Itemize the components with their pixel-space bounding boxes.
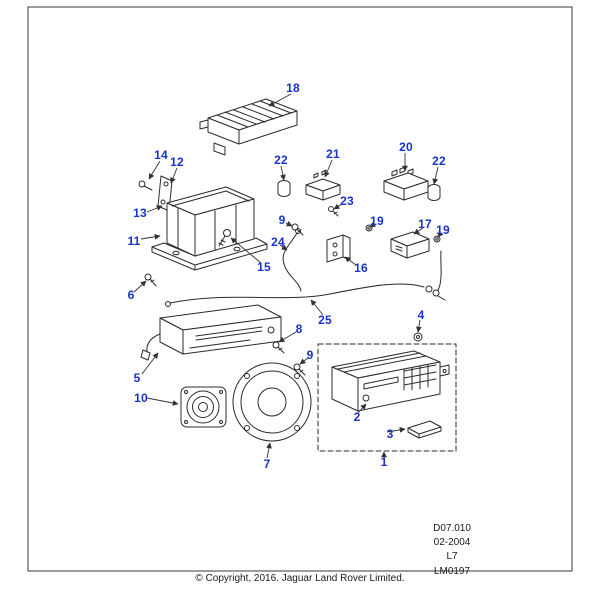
callout-14[interactable]: 14	[154, 148, 168, 162]
part-10-speaker	[180, 386, 227, 428]
callout-9a[interactable]: 9	[278, 213, 286, 227]
callout-8[interactable]: 8	[295, 322, 303, 336]
callout-18[interactable]: 18	[286, 81, 300, 95]
callout-6[interactable]: 6	[127, 288, 135, 302]
part-2-radio-unit	[331, 350, 450, 412]
part-1-kit-boundary	[317, 343, 457, 452]
ref-model-code: L7	[446, 551, 458, 563]
part-7-round-speaker	[232, 362, 312, 442]
ref-date: 02-2004	[433, 537, 471, 549]
callout-4[interactable]: 4	[417, 308, 425, 322]
callout-12[interactable]: 12	[170, 155, 184, 169]
page-border	[27, 6, 573, 572]
callout-10[interactable]: 10	[134, 391, 148, 405]
part-8-screw	[272, 341, 285, 354]
callout-20[interactable]: 20	[399, 140, 413, 154]
part-20-relay	[383, 166, 429, 201]
callout-11[interactable]: 11	[127, 234, 141, 248]
callout-17[interactable]: 17	[418, 217, 432, 231]
ref-catalog-code: LM0197	[433, 565, 471, 577]
callout-5[interactable]: 5	[133, 371, 141, 385]
part-3-fixing-plate	[407, 420, 442, 439]
part-5-radio-cassette	[140, 304, 282, 361]
callout-15[interactable]: 15	[257, 260, 271, 274]
part-16-module	[326, 234, 351, 263]
callout-3[interactable]: 3	[386, 427, 394, 441]
ref-drawing-number: D07.010	[433, 523, 471, 534]
callout-22b[interactable]: 22	[432, 154, 446, 168]
callout-21[interactable]: 21	[326, 147, 340, 161]
callout-16[interactable]: 16	[354, 261, 368, 275]
part-11-mounting-box	[144, 186, 268, 287]
leader-lines	[133, 93, 444, 459]
part-15-screw	[218, 229, 231, 247]
part-24-antenna-cable	[282, 228, 302, 292]
part-21-relay	[305, 169, 341, 201]
copyright-text: © Copyright, 2016. Jaguar Land Rover Lim…	[195, 573, 405, 584]
part-17-module	[390, 231, 430, 259]
callout-7[interactable]: 7	[263, 457, 271, 471]
part-9a-screw	[291, 223, 304, 236]
callout-22a[interactable]: 22	[274, 153, 288, 167]
reference-block: D07.010 02-2004 L7 LM0197	[416, 522, 488, 579]
part-22b-connector	[427, 184, 441, 201]
part-22a-connector	[277, 180, 291, 197]
callout-23[interactable]: 23	[340, 194, 354, 208]
part-4-nut	[413, 332, 423, 342]
part-23-screw	[328, 206, 339, 217]
part-25-harness	[165, 250, 446, 307]
part-9b-screw	[293, 363, 306, 376]
callout-19a[interactable]: 19	[370, 214, 384, 228]
callout-13[interactable]: 13	[133, 206, 147, 220]
callout-25[interactable]: 25	[318, 313, 332, 327]
callout-2[interactable]: 2	[353, 410, 361, 424]
callout-24[interactable]: 24	[271, 235, 285, 249]
callout-9b[interactable]: 9	[306, 348, 314, 362]
callout-1[interactable]: 1	[380, 455, 388, 469]
part-19b-grommet	[433, 235, 441, 243]
part-6-screw	[144, 273, 157, 287]
part-18-amplifier	[199, 98, 298, 156]
callout-19b[interactable]: 19	[436, 223, 450, 237]
